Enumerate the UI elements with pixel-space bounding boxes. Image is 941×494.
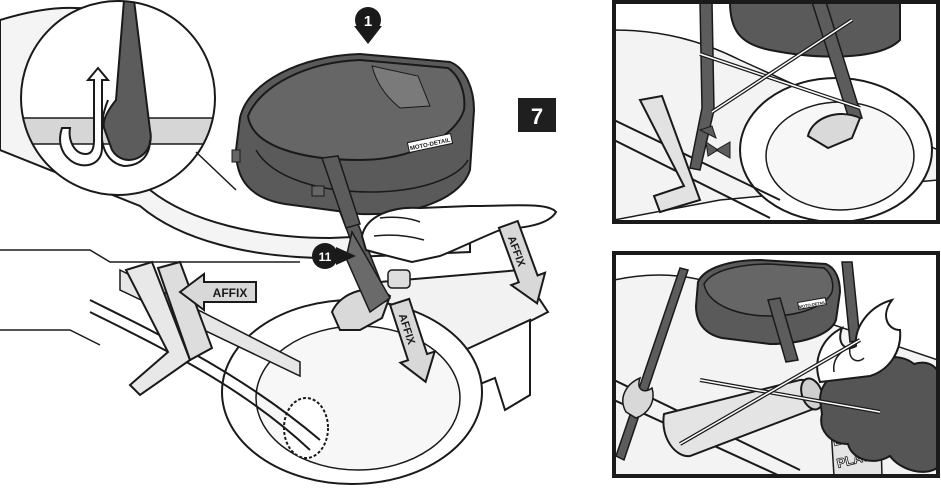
- warning-panel-cut: [612, 0, 940, 224]
- step-number: 7: [531, 104, 543, 129]
- callout-strap-number: 11: [319, 250, 332, 264]
- callout-strap: 11: [312, 243, 356, 269]
- warning-panel-fire: MOTO-DETAIL LICEN PLATE: [612, 251, 940, 478]
- hand: [360, 204, 558, 264]
- affix-left-label: AFFIX: [213, 286, 248, 300]
- affix-arrow-right: AFFIX: [497, 219, 547, 305]
- scissors-icon: [699, 18, 861, 114]
- callout-case: 1: [354, 7, 382, 44]
- zoom-detail: [20, 0, 237, 196]
- passenger-peg: [124, 260, 214, 397]
- step-badge: 7: [518, 98, 556, 132]
- small-case-brand-label: MOTO-DETAIL: [798, 300, 826, 310]
- affix-arrow-mid: AFFIX: [388, 297, 437, 384]
- luggage-case: MOTO-DETAIL: [231, 52, 476, 216]
- affix-arrow-left: AFFIX: [178, 272, 257, 312]
- callout-case-number: 1: [364, 13, 372, 30]
